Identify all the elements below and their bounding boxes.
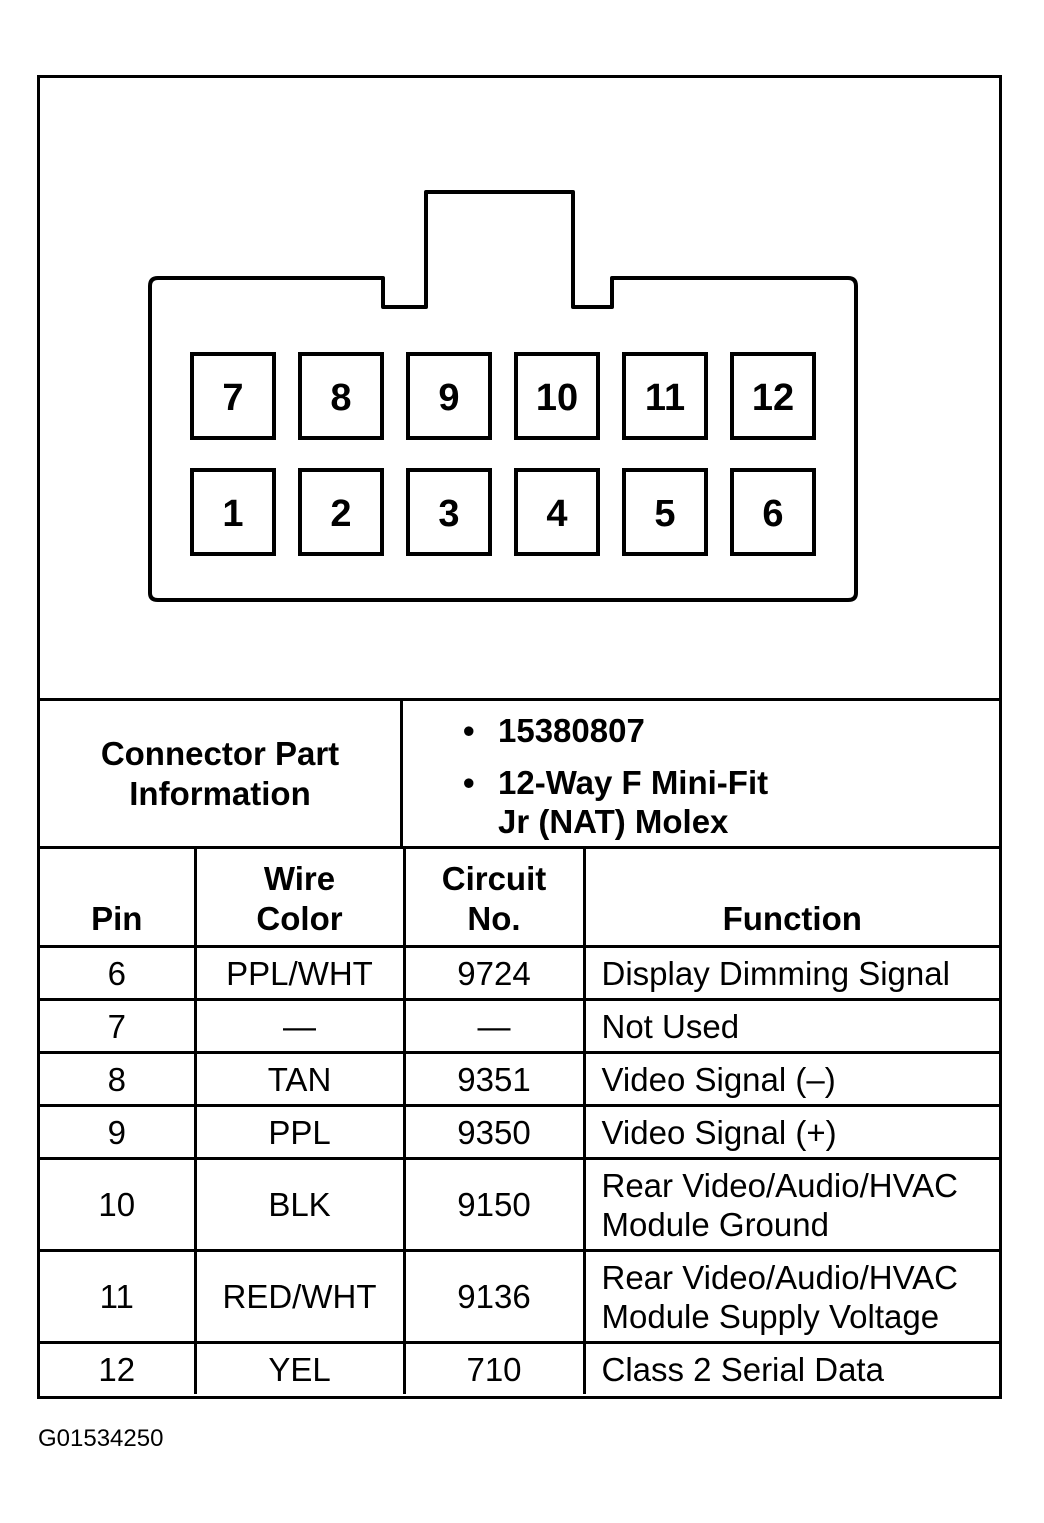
pin-cavity-box bbox=[298, 468, 384, 556]
pin-cavity-box bbox=[190, 352, 276, 440]
pin-cavity-box bbox=[514, 468, 600, 556]
pin-cavity-box bbox=[730, 352, 816, 440]
pin-number-label: 11 bbox=[645, 377, 685, 419]
cell-pin: 8 bbox=[40, 1051, 197, 1107]
pin-number-label: 6 bbox=[762, 493, 783, 535]
pin-cavity-box bbox=[514, 352, 600, 440]
cell-function: Display Dimming Signal bbox=[582, 945, 999, 1001]
pin-cavity-1: 1 bbox=[190, 468, 276, 556]
connector-type-line2: Jr (NAT) Molex bbox=[498, 803, 729, 840]
pin-cavity-box bbox=[730, 468, 816, 556]
table-row: 9 PPL 9350 Video Signal (+) bbox=[40, 1104, 999, 1160]
cell-function: Rear Video/Audio/HVAC Module Supply Volt… bbox=[582, 1249, 999, 1344]
pin-number-label: 1 bbox=[222, 493, 243, 535]
cell-function: Video Signal (+) bbox=[582, 1104, 999, 1160]
cell-circuit: 9350 bbox=[402, 1104, 586, 1160]
cell-function: Not Used bbox=[582, 998, 999, 1054]
pin-number-label: 4 bbox=[546, 493, 567, 535]
cell-wire-color: PPL bbox=[193, 1104, 406, 1160]
pin-cavity-7: 7 bbox=[190, 352, 276, 440]
header-function: Function bbox=[582, 846, 999, 948]
cell-function: Video Signal (–) bbox=[582, 1051, 999, 1107]
table-header-row: Pin Wire Color Circuit No. Function bbox=[40, 846, 999, 948]
pin-cavity-4: 4 bbox=[514, 468, 600, 556]
part-number: 15380807 bbox=[498, 712, 645, 749]
header-wire-color: Wire Color bbox=[193, 846, 406, 948]
cell-wire-color: BLK bbox=[193, 1157, 406, 1252]
pin-cavity-box bbox=[622, 468, 708, 556]
header-circuit-no: Circuit No. bbox=[402, 846, 586, 948]
bullet-marker: • bbox=[463, 764, 475, 801]
pin-cavity-box bbox=[406, 352, 492, 440]
figure-id: G01534250 bbox=[38, 1425, 164, 1452]
pin-cavity-box bbox=[190, 468, 276, 556]
bullet-marker: • bbox=[463, 712, 475, 749]
pin-number-label: 10 bbox=[536, 377, 578, 419]
cell-function: Class 2 Serial Data bbox=[582, 1341, 999, 1394]
cell-pin: 12 bbox=[40, 1341, 197, 1394]
pin-cavity-box bbox=[406, 468, 492, 556]
cell-pin: 10 bbox=[40, 1157, 197, 1252]
cell-pin: 11 bbox=[40, 1249, 197, 1344]
cell-circuit: 9150 bbox=[402, 1157, 586, 1252]
pin-number-label: 3 bbox=[438, 493, 459, 535]
pin-cavity-5: 5 bbox=[622, 468, 708, 556]
part-info-label-line1: Connector Part bbox=[100, 734, 340, 772]
part-info-label: Connector Part Information bbox=[40, 701, 403, 846]
cell-wire-color: — bbox=[193, 998, 406, 1054]
connector-part-info: Connector Part Information • 15380807 • … bbox=[40, 698, 999, 846]
part-info-label-line2: Information bbox=[129, 774, 311, 812]
pin-cavity-6: 6 bbox=[730, 468, 816, 556]
pin-row-bottom: 1 2 3 4 5 6 bbox=[190, 468, 816, 556]
connector-housing-outline bbox=[148, 190, 858, 602]
cell-pin: 7 bbox=[40, 998, 197, 1054]
pin-number-label: 5 bbox=[654, 493, 675, 535]
cell-circuit: 9136 bbox=[402, 1249, 586, 1344]
pinout-table: Pin Wire Color Circuit No. Function 6 PP… bbox=[40, 846, 999, 1394]
table-row: 8 TAN 9351 Video Signal (–) bbox=[40, 1051, 999, 1107]
cell-wire-color: TAN bbox=[193, 1051, 406, 1107]
pin-number-label: 9 bbox=[438, 377, 459, 419]
cell-function: Rear Video/Audio/HVAC Module Ground bbox=[582, 1157, 999, 1252]
pin-number-label: 7 bbox=[222, 377, 243, 419]
cell-wire-color: RED/WHT bbox=[193, 1249, 406, 1344]
cell-wire-color: YEL bbox=[193, 1341, 406, 1394]
pin-cavity-box bbox=[622, 352, 708, 440]
pin-cavity-3: 3 bbox=[406, 468, 492, 556]
table-row: 10 BLK 9150 Rear Video/Audio/HVAC Module… bbox=[40, 1157, 999, 1252]
pin-cavity-12: 12 bbox=[730, 352, 816, 440]
pin-cavity-10: 10 bbox=[514, 352, 600, 440]
table-row: 7 — — Not Used bbox=[40, 998, 999, 1054]
pin-cavity-11: 11 bbox=[622, 352, 708, 440]
pin-number-label: 2 bbox=[330, 493, 351, 535]
cell-circuit: 710 bbox=[402, 1341, 586, 1394]
pin-number-label: 8 bbox=[330, 377, 351, 419]
cell-pin: 9 bbox=[40, 1104, 197, 1160]
table-row: 12 YEL 710 Class 2 Serial Data bbox=[40, 1341, 999, 1394]
pin-row-top: 7 8 9 10 11 12 bbox=[190, 352, 816, 440]
pin-cavity-box bbox=[298, 352, 384, 440]
pin-cavity-8: 8 bbox=[298, 352, 384, 440]
cell-circuit: 9724 bbox=[402, 945, 586, 1001]
cell-pin: 6 bbox=[40, 945, 197, 1001]
pin-number-label: 12 bbox=[752, 377, 794, 419]
header-pin: Pin bbox=[40, 846, 197, 948]
connector-type-line1: 12-Way F Mini-Fit bbox=[498, 764, 769, 801]
part-info-values: • 15380807 • 12-Way F Mini-Fit Jr (NAT) … bbox=[403, 701, 999, 846]
cell-wire-color: PPL/WHT bbox=[193, 945, 406, 1001]
table-row: 11 RED/WHT 9136 Rear Video/Audio/HVAC Mo… bbox=[40, 1249, 999, 1344]
pin-cavity-2: 2 bbox=[298, 468, 384, 556]
pin-cavity-9: 9 bbox=[406, 352, 492, 440]
cell-circuit: 9351 bbox=[402, 1051, 586, 1107]
cell-circuit: — bbox=[402, 998, 586, 1054]
table-row: 6 PPL/WHT 9724 Display Dimming Signal bbox=[40, 945, 999, 1001]
